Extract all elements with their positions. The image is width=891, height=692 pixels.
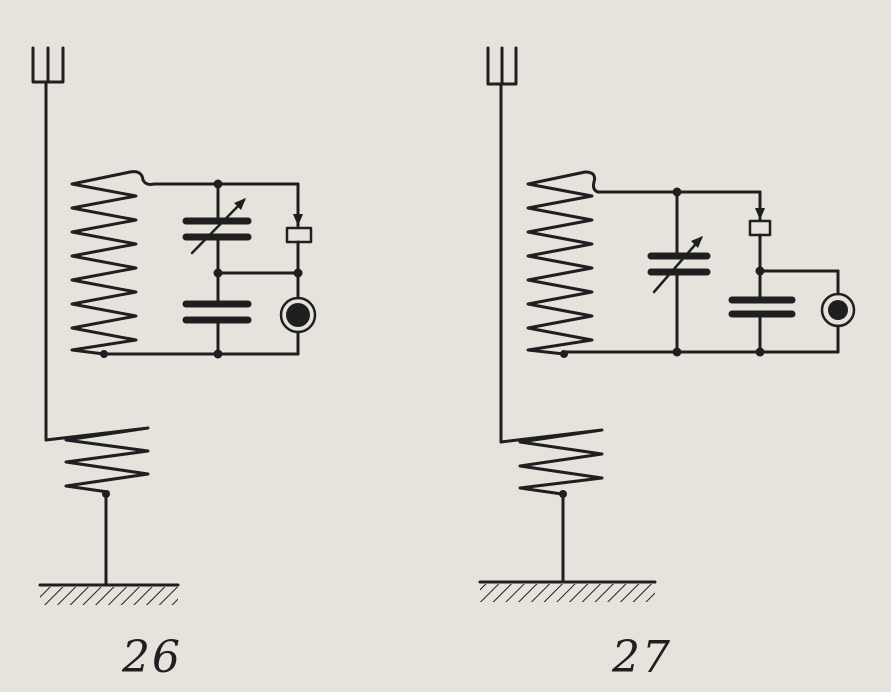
junction-dots — [560, 187, 765, 358]
crystal-detector-icon — [285, 214, 313, 244]
secondary-coil-icon — [70, 170, 156, 356]
variable-capacitor-icon — [647, 236, 711, 294]
ground-icon — [478, 580, 657, 602]
variable-capacitor-icon — [182, 198, 252, 255]
figure-26-circuit — [31, 46, 317, 605]
primary-coil-icon — [499, 428, 604, 496]
secondary-coil-icon — [526, 170, 600, 356]
figure-label-26: 26 — [122, 632, 182, 683]
fixed-capacitor-icon — [728, 296, 796, 318]
antenna-icon — [31, 46, 65, 442]
earphone-icon — [820, 292, 856, 328]
crystal-detector-icon — [748, 208, 772, 237]
figure-label-27: 27 — [612, 632, 672, 683]
figure-27-circuit — [478, 46, 856, 602]
primary-coil-icon — [44, 426, 150, 494]
ground-icon — [38, 583, 180, 605]
antenna-icon — [486, 46, 518, 444]
earphone-icon — [279, 296, 317, 334]
junction-dots — [100, 179, 303, 359]
fixed-capacitor-icon — [182, 300, 252, 324]
